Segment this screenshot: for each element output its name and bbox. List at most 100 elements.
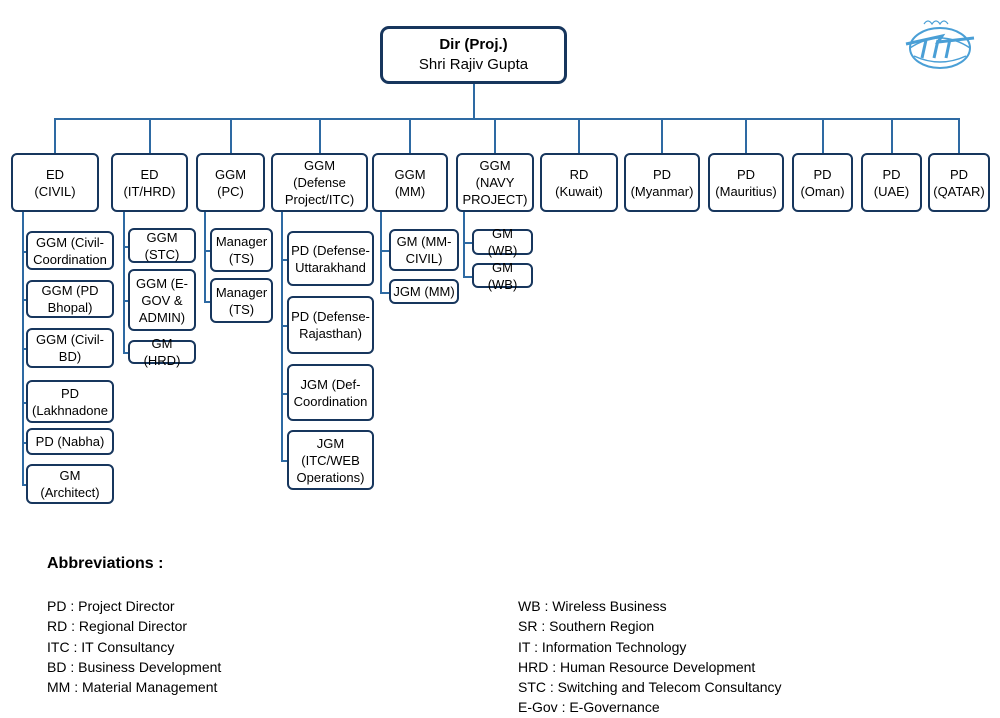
box-label-line: GM — [59, 468, 81, 483]
child-box-ggm-navy: GM (WB) — [472, 260, 533, 292]
connector-line — [745, 118, 747, 153]
abbreviation-item: PD : Project Director — [47, 598, 175, 614]
position-box-pd-qatar: PD(QATAR) — [928, 153, 990, 212]
box-label-line: GGM (Civil- — [36, 234, 104, 250]
connector-line — [319, 118, 321, 153]
box-label-line: Bhopal) — [47, 300, 93, 315]
abbreviations-title: Abbreviations : — [47, 555, 164, 572]
box-label-line: GGM — [479, 158, 511, 173]
box-label-line: GM (WB) — [487, 226, 518, 258]
child-box-ed-civil: PD(Lakhnadone — [26, 380, 114, 423]
box-label-line: Coordination — [293, 393, 368, 409]
box-label-line: (QATAR) — [933, 183, 985, 199]
position-box-ggm-mm: GGM(MM) — [372, 153, 448, 212]
box-label-line: GM (HRD) — [143, 336, 181, 368]
child-box-ed-civil: GGM (Civil-Coordination — [26, 231, 114, 270]
connector-line — [463, 242, 472, 244]
abbreviation-item: E-Gov : E-Governance — [518, 699, 660, 716]
box-label-line: (ITC/WEB — [301, 452, 360, 468]
box-label-line: GGM (Civil- — [36, 332, 104, 347]
box-label-line: (TS) — [228, 301, 255, 317]
box-label-line: PD — [736, 166, 756, 182]
connector-line — [822, 118, 824, 153]
connector-line — [380, 212, 382, 293]
box-label-line: PD — [60, 385, 80, 401]
box-label-line: (Oman) — [800, 183, 845, 199]
box-label-line: (IT/HRD) — [123, 183, 176, 199]
child-box-ed-it-hrd: GGM (E-GOV &ADMIN) — [128, 269, 196, 331]
connector-line — [281, 212, 283, 461]
connector-line — [22, 484, 26, 486]
child-box-ed-it-hrd: GGM(STC) — [128, 228, 196, 263]
child-box-ed-civil: GM (Architect) — [26, 464, 114, 504]
box-label-line: Rajasthan) — [299, 326, 362, 341]
director-title: Dir (Proj.) — [439, 36, 508, 53]
box-label-line: GGM — [394, 166, 426, 182]
box-label-line: GM (WB) — [487, 259, 518, 292]
position-box-pd-oman: PD(Oman) — [792, 153, 853, 212]
box-label-line: RD — [569, 166, 589, 182]
child-box-ggm-mm: GM (MM- CIVIL) — [389, 229, 459, 271]
position-box-ggm-navy: GGM (NAVY PROJECT) — [456, 153, 534, 212]
child-box-ed-civil: GGM (Civil- BD) — [26, 328, 114, 368]
connector-line — [958, 118, 960, 153]
connector-line — [380, 292, 389, 294]
connector-line — [463, 212, 465, 277]
box-label-line: (CIVIL) — [34, 183, 76, 199]
box-label-line: GM (MM- — [396, 234, 452, 249]
abbreviation-item: BD : Business Development — [47, 658, 222, 675]
box-label-line: (NAVY — [475, 175, 515, 190]
box-label-line: JGM (MM) — [393, 284, 455, 299]
box-label-line: ED — [140, 166, 159, 182]
box-label-line: (Mauritius) — [715, 183, 777, 199]
box-label-line: PD (Nabha) — [35, 434, 105, 449]
abbreviation-item: WB : Wireless Business — [518, 598, 667, 614]
position-box-rd-kuwait: RD(Kuwait) — [540, 153, 618, 212]
child-box-ggm-pc: Manager(TS) — [210, 228, 273, 272]
child-box-ggm-defense: JGM (Def-Coordination — [287, 364, 374, 421]
abbreviation-item: HRD : Human Resource Development — [518, 658, 756, 675]
box-label-line: GGM — [146, 229, 178, 245]
connector-line — [281, 460, 287, 462]
company-logo-icon — [905, 20, 975, 69]
box-label-line: Operations) — [296, 469, 365, 485]
connector-line — [22, 348, 26, 350]
connector-line — [123, 246, 128, 248]
connector-line — [204, 250, 210, 252]
connector-line — [22, 251, 26, 253]
box-label-line: PD (Defense- — [291, 242, 370, 258]
connector-line — [54, 118, 56, 153]
connector-line — [494, 118, 496, 153]
position-box-pd-myanmar: PD(Myanmar) — [624, 153, 700, 212]
child-box-ed-it-hrd: GM (HRD) — [128, 336, 196, 368]
box-label-line: PD — [949, 166, 969, 182]
box-label-line: (Architect) — [40, 485, 100, 500]
connector-line — [578, 118, 580, 153]
connector-line — [204, 212, 206, 302]
box-label-line: Manager — [215, 284, 268, 300]
position-box-ggm-pc: GGM (PC) — [196, 153, 265, 212]
box-label-line: GGM (PC) — [214, 166, 247, 199]
director-name: Shri Rajiv Gupta — [418, 56, 529, 73]
child-box-ggm-pc: Manager(TS) — [210, 278, 273, 323]
child-box-ggm-defense: PD (Defense-Uttarakhand — [287, 231, 374, 286]
box-label-line: GGM — [303, 158, 336, 173]
connector-line — [22, 299, 26, 301]
box-label-line: PD — [813, 166, 832, 182]
box-label-line: (Myanmar) — [630, 183, 694, 199]
box-label-line: BD) — [58, 349, 82, 364]
connector-line — [230, 118, 232, 153]
box-label-line: CIVIL) — [405, 251, 443, 266]
position-box-pd-mauritius: PD(Mauritius) — [708, 153, 784, 212]
position-box-pd-uae: PD(UAE) — [861, 153, 922, 212]
connector-line — [463, 276, 472, 278]
connector-line — [55, 118, 959, 120]
box-label-line: PROJECT) — [462, 192, 528, 207]
abbreviations-right-list: WB : Wireless Business SR : Southern Reg… — [518, 596, 782, 718]
abbreviation-item: RD : Regional Director — [47, 618, 188, 635]
box-label-line: PD (Defense- — [291, 309, 370, 324]
position-box-ed-it-hrd: ED(IT/HRD) — [111, 153, 188, 212]
connector-line — [123, 352, 128, 354]
